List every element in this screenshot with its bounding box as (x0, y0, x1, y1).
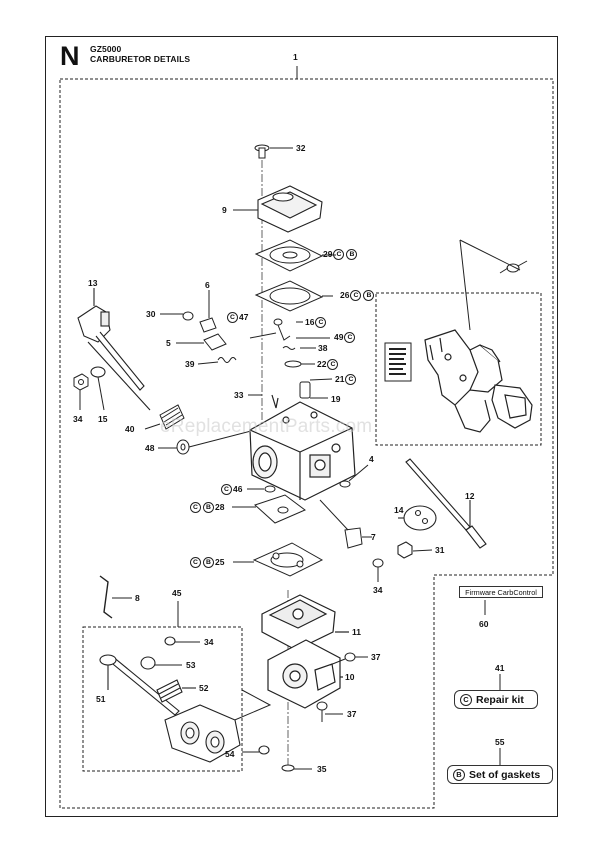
subassembly-45-box (82, 626, 243, 772)
wire-8-part (99, 575, 132, 619)
callout-31: 31 (435, 545, 445, 555)
callout-37a: 37 (371, 652, 381, 662)
callout-14: 14 (394, 505, 404, 515)
gasket-26-part (254, 280, 333, 312)
pump-body-10-part (267, 639, 343, 709)
callout-41: 41 (495, 663, 505, 673)
harness-inset-box (375, 292, 542, 446)
callout-40: 40 (125, 424, 135, 434)
gasket-set-badge: B Set of gaskets (447, 765, 553, 784)
callout-1: 1 (293, 52, 298, 62)
callout-39: 39 (185, 359, 195, 369)
warning-label-part (384, 342, 412, 382)
clip-4-part (339, 464, 369, 488)
metering-body-11-part (261, 594, 349, 651)
callout-33: 33 (234, 390, 244, 400)
washer-48-part (158, 429, 256, 455)
gasket-set-label: Set of gaskets (469, 768, 541, 781)
section-letter: N (60, 41, 80, 71)
spring-39-part (197, 357, 237, 365)
callout-37b: 37 (347, 709, 357, 719)
firmware-label: Firmware CarbControl (459, 586, 543, 598)
callout-9: 9 (222, 205, 227, 215)
callout-51: 51 (96, 694, 106, 704)
screw-37a-part (329, 652, 368, 666)
callout-12: 12 (465, 491, 475, 501)
model-name: GZ5000 (90, 44, 122, 54)
callout-7: 7 (371, 532, 376, 542)
throttle-shaft-part (397, 458, 487, 559)
fitting-7-part (319, 499, 372, 549)
screw-37b-part (316, 701, 343, 722)
watermark-text: eReplacementParts.com (160, 416, 373, 437)
cover-9-part (233, 185, 323, 233)
control-unit-part (424, 329, 533, 433)
lever-13-part (77, 288, 151, 411)
callout-8: 8 (135, 593, 140, 603)
nut-34a-part (73, 373, 105, 411)
callout-19: 19 (331, 394, 341, 404)
spring-40-part (144, 404, 185, 430)
callout-54: 54 (225, 749, 235, 759)
repair-kit-marker: C (460, 693, 472, 706)
callout-35: 35 (317, 764, 327, 774)
gasket-25-part (233, 542, 324, 577)
repair-kit-badge: C Repair kit (454, 690, 538, 709)
repair-kit-label: Repair kit (476, 693, 524, 706)
callout-11: 11 (352, 627, 361, 637)
callout-38: 38 (318, 343, 328, 353)
screw-32-part (254, 144, 293, 159)
screw-35-part (281, 764, 312, 772)
section-title: CARBURETOR DETAILS (90, 54, 191, 64)
callout-34b: 34 (373, 585, 383, 595)
pivot-parts-part (160, 290, 227, 351)
needle-parts-part (248, 318, 333, 399)
callout-15: 15 (98, 414, 108, 424)
callout-60: 60 (479, 619, 489, 629)
callout-55: 55 (495, 737, 505, 747)
callout-30: 30 (146, 309, 156, 319)
diagram-frame (45, 36, 558, 817)
callout-4: 4 (369, 454, 374, 464)
callout-5: 5 (166, 338, 171, 348)
callout-13: 13 (88, 278, 98, 288)
gasket-set-marker: B (453, 768, 465, 781)
callout-34c: 34 (204, 637, 214, 647)
screw-34b-part (372, 558, 384, 582)
harness-screw-part (459, 239, 528, 331)
diaphragm-29-part (254, 239, 336, 272)
callout-10: 10 (345, 672, 355, 682)
subassembly-45-part (99, 636, 270, 763)
gasket-28-part (232, 485, 306, 524)
callout-48: 48 (145, 443, 155, 453)
callout-32: 32 (296, 143, 306, 153)
carburetor-body-part (249, 394, 356, 501)
callout-45: 45 (172, 588, 182, 598)
callout-52: 52 (199, 683, 209, 693)
callout-53: 53 (186, 660, 196, 670)
assembly-outline (59, 78, 554, 809)
callout-6: 6 (205, 280, 210, 290)
callout-34a: 34 (73, 414, 83, 424)
